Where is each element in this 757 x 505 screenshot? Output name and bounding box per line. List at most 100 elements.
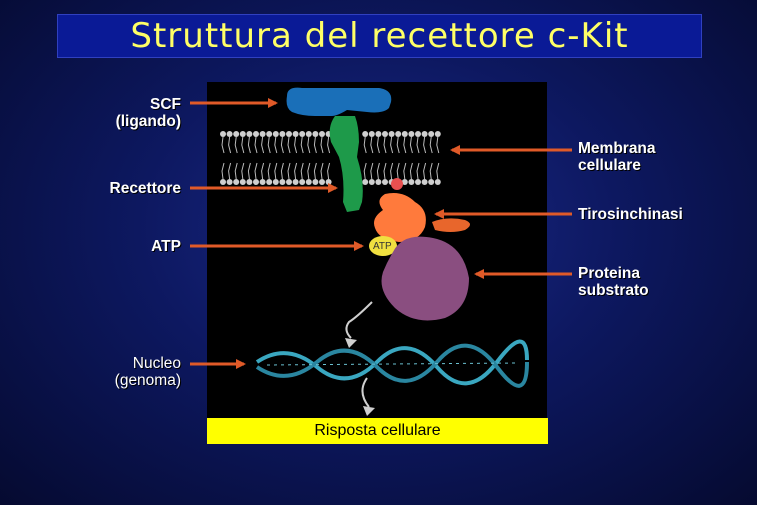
label-tirosinchinasi-text: Tirosinchinasi [578, 206, 683, 223]
label-proteina-line1: Proteina [578, 265, 641, 282]
atp-molecule-label: ATP [373, 241, 392, 252]
lipid-tail [228, 162, 232, 180]
lipid-tail [416, 162, 420, 180]
lipid-tail [376, 162, 380, 180]
lipid-tail [307, 162, 311, 180]
lipid-tail [254, 162, 258, 180]
lipid-tail [254, 136, 258, 154]
lipid-head [375, 179, 382, 185]
label-scf-subtitle: (ligando) [115, 113, 181, 130]
lipid-tail [403, 136, 407, 154]
lipid-head [246, 179, 253, 185]
lipid-tail [267, 162, 271, 180]
lipid-tail [320, 162, 324, 180]
lipid-head [382, 179, 388, 185]
lipid-tail [234, 136, 238, 154]
lipid-tail [327, 162, 331, 180]
label-nucleo-subtitle: (genoma) [114, 372, 181, 389]
lipid-head [428, 131, 435, 137]
receptor-illustration: ATP [220, 87, 529, 416]
lipid-tail [390, 162, 394, 180]
cell-membrane [220, 131, 441, 185]
response-box: Risposta cellulare [207, 418, 548, 444]
lipid-head [259, 179, 266, 185]
lipid-tail [300, 136, 304, 154]
lipid-head [299, 179, 306, 185]
lipid-head [292, 179, 299, 185]
lipid-tail [261, 162, 265, 180]
lipid-head [299, 131, 306, 137]
lipid-tail [327, 136, 331, 154]
lipid-head [253, 131, 259, 137]
lipid-tail [370, 162, 374, 180]
lipid-head [226, 179, 233, 185]
lipid-tail [409, 162, 413, 180]
lipid-head [266, 131, 273, 137]
lipid-head [226, 131, 233, 137]
lipid-tail [280, 136, 284, 154]
lipid-tail [363, 162, 367, 180]
lipid-tail [247, 136, 251, 154]
label-tirosinchinasi: Tirosinchinasi [578, 206, 683, 223]
lipid-head [239, 179, 246, 185]
lipid-tail [376, 136, 380, 154]
lipid-head [253, 179, 259, 185]
lipid-head [220, 131, 226, 137]
lipid-tail [436, 136, 440, 154]
lipid-tail [221, 162, 225, 180]
label-proteina-line2: substrato [578, 282, 649, 299]
lipid-head [408, 179, 415, 185]
lipid-tail [300, 162, 304, 180]
lipid-tail [396, 136, 400, 154]
lipid-tail [390, 136, 394, 154]
receptor [329, 116, 363, 212]
lipid-head [266, 179, 273, 185]
lipid-head [368, 131, 375, 137]
lipid-head [382, 131, 388, 137]
lipid-tail [241, 136, 245, 154]
lipid-head [286, 131, 292, 137]
lipid-head [408, 131, 415, 137]
lipid-tail [221, 136, 225, 154]
label-atp-text: ATP [151, 238, 181, 255]
lipid-head [388, 131, 395, 137]
lipid-tail [287, 136, 291, 154]
lipid-tail [234, 162, 238, 180]
scf-ligand [286, 87, 392, 116]
lipid-head [279, 131, 286, 137]
lipid-head [434, 131, 441, 137]
lipid-head [286, 179, 292, 185]
lipid-head [319, 131, 325, 137]
lipid-tail [423, 136, 427, 154]
tyrosine-kinase [374, 178, 470, 242]
lipid-head [434, 179, 441, 185]
lipid-tail [228, 136, 232, 154]
lipid-head [362, 179, 369, 185]
diagram-panel: ATP [207, 82, 547, 418]
lipid-tail [313, 136, 317, 154]
label-recettore-text: Recettore [109, 180, 182, 197]
lipid-head [233, 179, 240, 185]
lipid-head [312, 179, 319, 185]
lipid-head [233, 131, 240, 137]
lipid-tail [287, 162, 291, 180]
label-nucleo: Nucleo (genoma) [115, 355, 181, 389]
label-atp: ATP [151, 238, 181, 255]
lipid-tail [274, 162, 278, 180]
lipid-head [362, 131, 369, 137]
lipid-tail [274, 136, 278, 154]
lipid-head [421, 131, 428, 137]
lipid-tail [261, 136, 265, 154]
lipid-head [220, 179, 226, 185]
lipid-head [292, 131, 299, 137]
lipid-head [259, 131, 266, 137]
lipid-head [272, 179, 279, 185]
lipid-head [305, 179, 312, 185]
label-proteina: Proteina substrato [578, 265, 649, 299]
lipid-tail [416, 136, 420, 154]
label-scf: SCF (ligando) [116, 96, 181, 130]
lipid-head [312, 131, 319, 137]
title-box: Struttura del recettore c-Kit [57, 14, 702, 58]
lipid-tail [313, 162, 317, 180]
lipid-tail [294, 162, 298, 180]
